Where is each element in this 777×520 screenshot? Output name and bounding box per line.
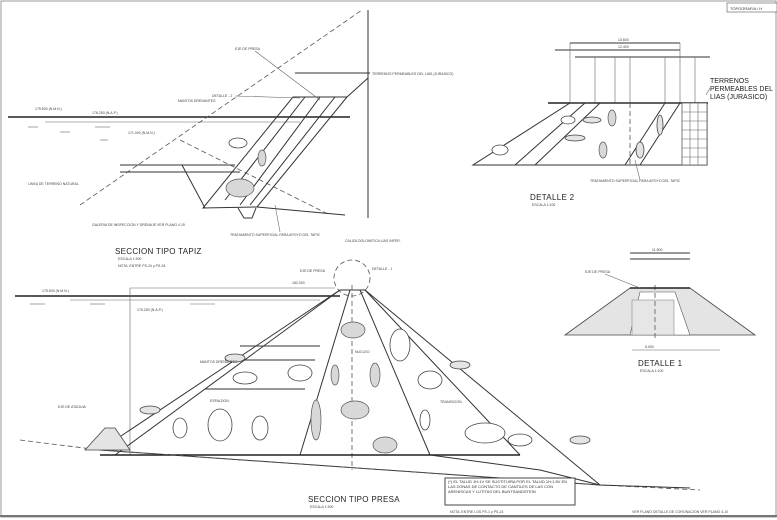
label-nap-presa: 176.250 (N.A.P.): [137, 308, 163, 312]
label-tratamiento: TRATAMIENTO SUPERFICIAL PARA APOYO DEL T…: [230, 233, 321, 237]
label-terreno: LINEA DE TERRENO NATURAL: [28, 182, 79, 186]
dim-core-d1: 5.000: [645, 345, 654, 349]
tapiz-body: [201, 96, 349, 209]
note-box: [444, 477, 576, 506]
note-box-text: (*) EL TALUD 1H:1V SE SUSTITUIRA POR EL …: [448, 479, 567, 494]
section-scale-tapiz: ESCALA 1:300: [118, 257, 141, 261]
label-nap: 176.250 (N.A.P.): [92, 111, 118, 115]
core-rock: [225, 178, 255, 198]
label-axis-presa: EJE DE PRESA: [300, 269, 326, 273]
label-cofferdam: EJE DE ATAGUIA: [58, 405, 87, 409]
sheet-ref: TOPOGRAFIA / H: [730, 6, 762, 11]
section-presa: EJE DE PRESA DETALLE - 1 182.000 175.500…: [15, 259, 728, 514]
label-caliza: CALIZA DOLOMITICA LIAS INFER.: [345, 239, 401, 243]
brick-wall: [681, 102, 708, 166]
section-title-tapiz: SECCION TIPO TAPIZ: [115, 247, 202, 256]
label-permeables-d2: TERRENOS PERMEABLES DEL LIAS (JURASICO): [710, 78, 773, 101]
core-downstream: [359, 289, 431, 456]
section-scale-presa: ESCALA 1:300: [310, 505, 333, 509]
label-mantos-presa: MANTOS DRENANTES: [200, 360, 238, 364]
dim-inner: 12.400: [618, 45, 629, 49]
label-axis-d1: EJE DE PRESA: [585, 270, 611, 274]
gallery: [237, 207, 257, 219]
dim-total: 13.600: [618, 38, 629, 42]
footer-note: VER PLANO DETALLE DE CORONACION VER PLAN…: [632, 510, 728, 514]
section-title-presa: SECCION TIPO PRESA: [308, 495, 400, 504]
label-tratamiento-d2: TRATAMIENTO SUPERFICIAL PARA APOYO DEL T…: [590, 179, 681, 183]
label-transicion: TRANSICION: [440, 400, 462, 404]
label-crest: 182.000: [292, 281, 305, 285]
dim-total-d1: 11.500: [652, 248, 662, 252]
label-nucleo: NUCLEO: [355, 350, 370, 354]
detail-1: 11.500 5.000 EJE DE PRESA DETALLE 1 ESCA…: [563, 248, 757, 373]
detail-2: 13.600 12.400 TERRENOS PERMEABLES DEL LI…: [471, 38, 773, 207]
label-detail-ref: DETALLE - 2: [212, 94, 232, 98]
label-nmn-presa: 175.500 (N.M.N.): [42, 289, 69, 293]
section-note-presa: NOTA: ENTRE LOS PS-1 y PS-24: [450, 510, 503, 514]
core-upstream: [299, 289, 351, 456]
label-permeables: TERRENOS PERMEABLES DEL LIAS (JURASICO): [372, 72, 453, 76]
sheet-ref-box: [726, 2, 777, 13]
cofferdam: [84, 427, 131, 451]
detail-2-title: DETALLE 2: [530, 193, 575, 202]
section-tapiz: 175.500 (N.M.N.) 176.250 (N.A.P.) 171.00…: [8, 9, 453, 268]
section-note-tapiz: NOTA: ENTRE PS-24 y PS-34: [118, 264, 165, 268]
label-nmin: 171.000 (N.M.N.): [128, 131, 155, 135]
label-detail-ref-presa: DETALLE - 1: [372, 267, 392, 271]
dashed-slope: [79, 9, 363, 206]
label-mantos: MANTOS DRENANTES: [178, 99, 216, 103]
label-galeria: GALERIA DE INSPECCION Y DRENAJE VER PLAN…: [92, 223, 185, 227]
label-axis: EJE DE PRESA: [235, 47, 261, 51]
detail-1-core: [631, 299, 675, 336]
detail-1-scale: ESCALA 1:100: [640, 369, 663, 373]
label-espaldon: ESPALDON: [210, 399, 229, 403]
detail-1-title: DETALLE 1: [638, 359, 683, 368]
label-nmn: 175.500 (N.M.N.): [35, 107, 62, 111]
detail-2-scale: ESCALA 1:100: [532, 203, 555, 207]
